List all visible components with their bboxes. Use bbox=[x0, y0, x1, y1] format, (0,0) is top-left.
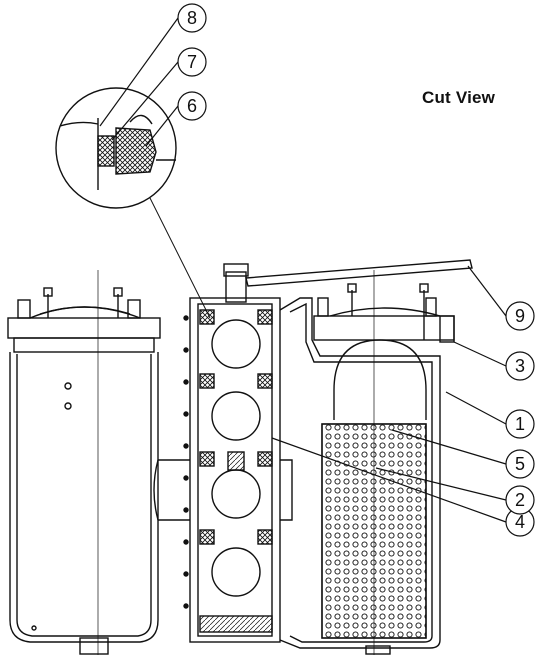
callout-6-label: 6 bbox=[187, 96, 197, 116]
callout-2: 2 bbox=[375, 467, 535, 515]
callout-9-label: 9 bbox=[515, 306, 525, 326]
callout-8-label: 8 bbox=[187, 8, 197, 28]
valve-body bbox=[153, 271, 293, 643]
callout-3-label: 3 bbox=[515, 356, 525, 376]
callout-9: 9 bbox=[467, 265, 535, 331]
cut-view-title: Cut View bbox=[422, 88, 496, 107]
callout-4-label: 4 bbox=[515, 512, 525, 532]
callout-4: 4 bbox=[271, 437, 535, 537]
operating-handle bbox=[223, 259, 473, 287]
callout-5: 5 bbox=[391, 429, 535, 479]
callout-1-label: 1 bbox=[515, 414, 525, 434]
callout-1: 1 bbox=[445, 391, 535, 439]
left-strainer-vessel bbox=[7, 270, 161, 655]
callout-3: 3 bbox=[453, 341, 535, 381]
callout-7-label: 7 bbox=[187, 52, 197, 72]
callout-6: 6 bbox=[145, 91, 207, 147]
seal-detail-view bbox=[55, 87, 211, 319]
callout-2-label: 2 bbox=[515, 490, 525, 510]
callout-5-label: 5 bbox=[515, 454, 525, 474]
callout-8: 8 bbox=[99, 3, 207, 127]
right-strainer-vessel bbox=[279, 270, 455, 655]
callout-7: 7 bbox=[111, 47, 207, 141]
